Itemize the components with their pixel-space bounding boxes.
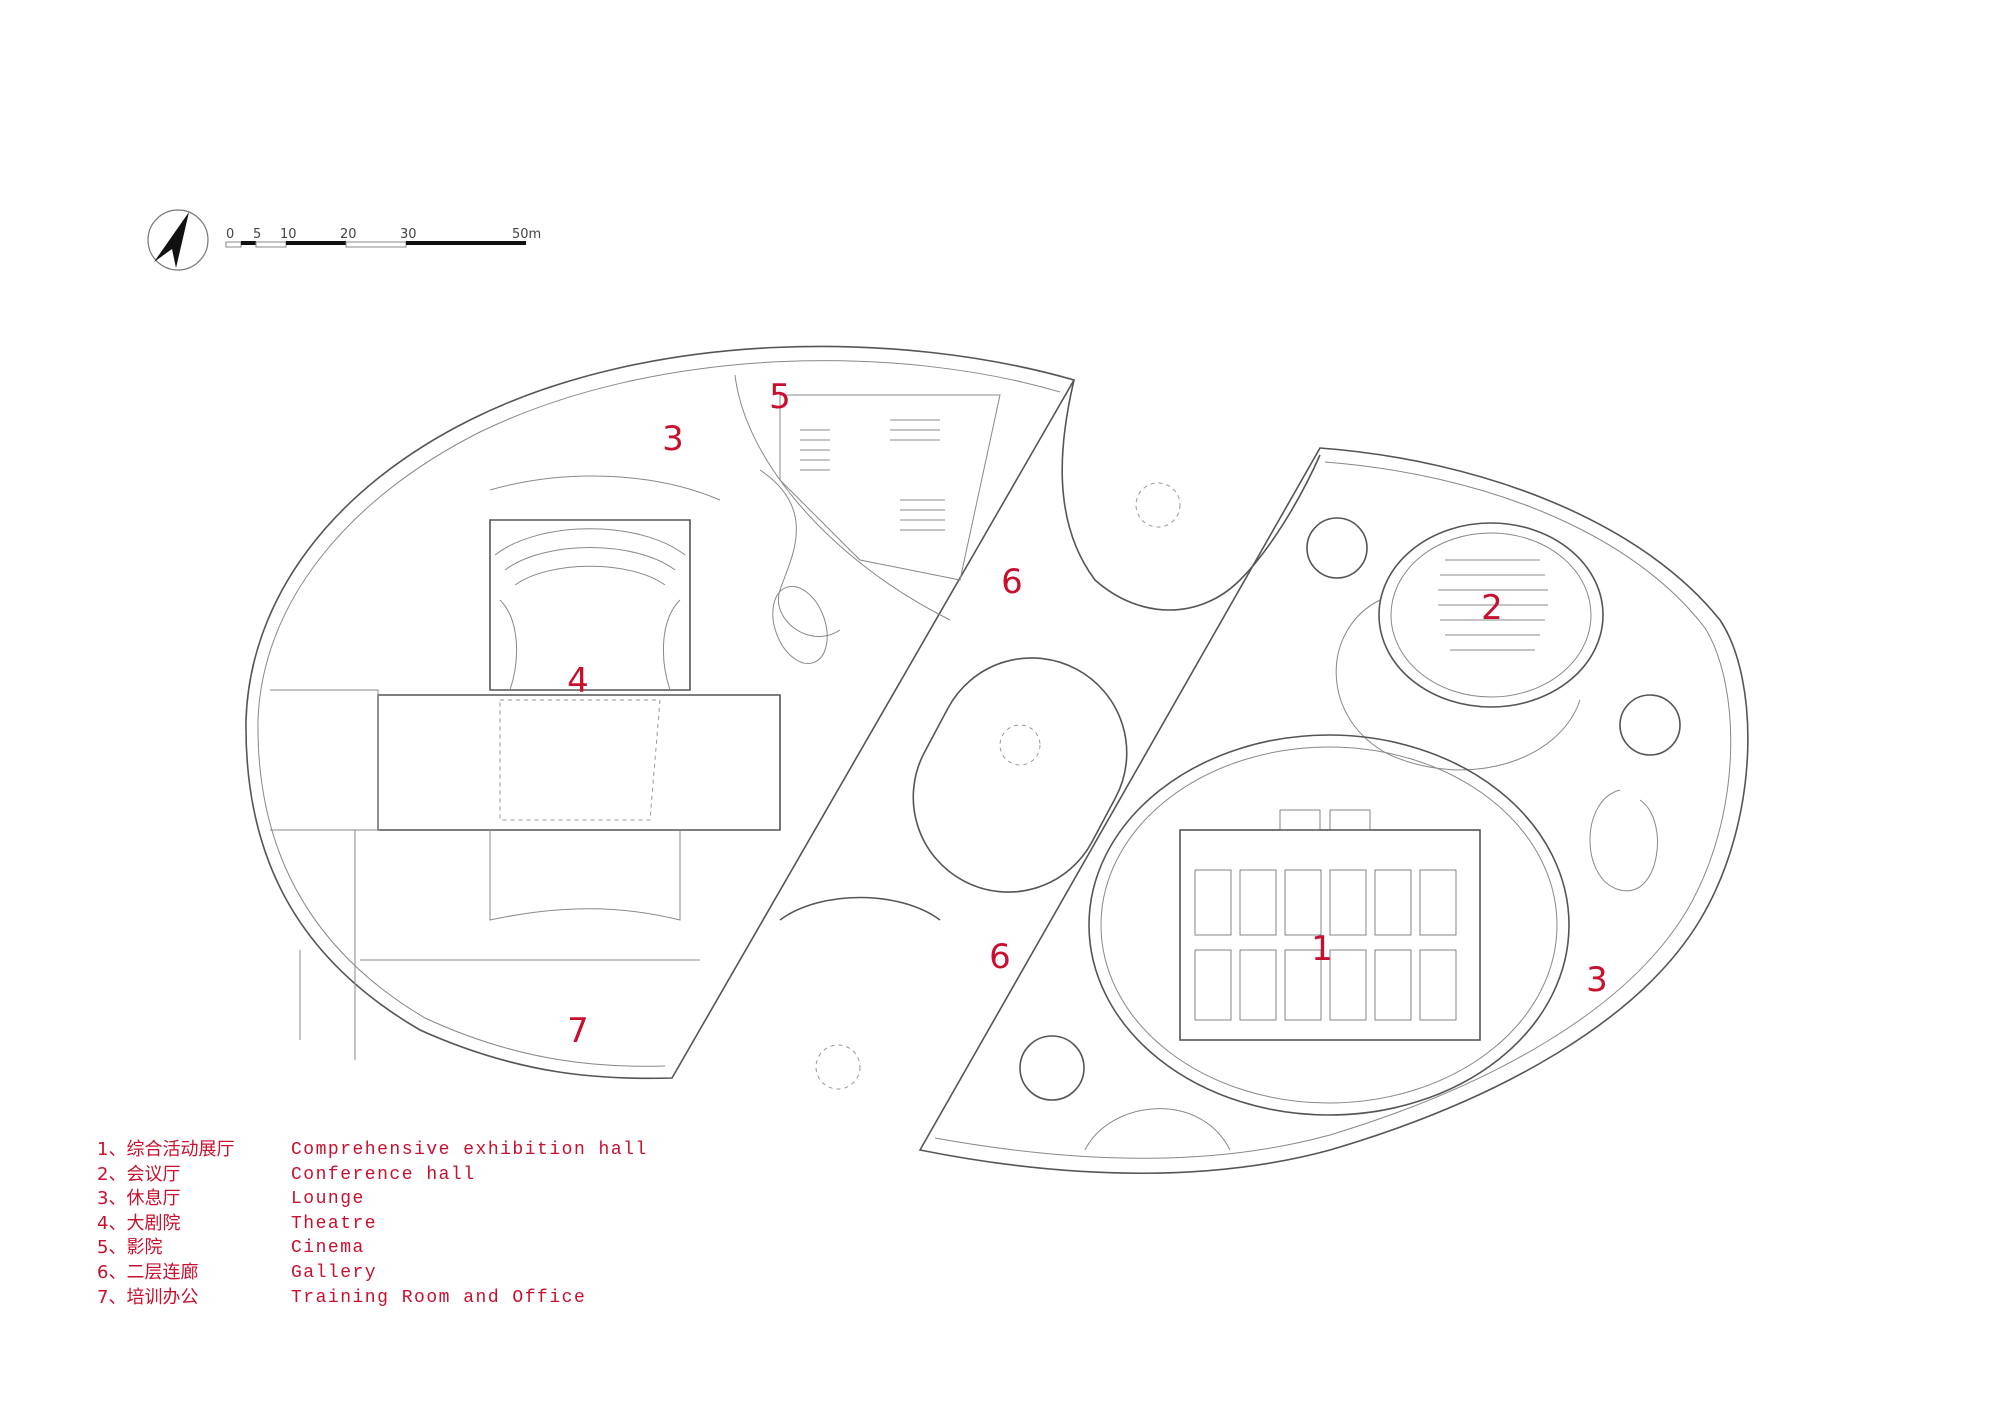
label-gallery-south: 6	[989, 937, 1011, 977]
scale-tick: 0	[226, 227, 234, 242]
scale-tick: 30	[400, 227, 417, 242]
scale-tick: 20	[340, 227, 357, 242]
scale-tick: 5	[253, 227, 261, 242]
label-cinema: 5	[769, 377, 791, 417]
legend-en: Conference hall	[291, 1164, 476, 1185]
legend-zh: 6、二层连廊	[97, 1261, 199, 1283]
legend-en: Cinema	[291, 1238, 365, 1259]
legend: 1、综合活动展厅 Comprehensive exhibition hall 2、…	[97, 1138, 648, 1310]
legend-zh: 5、影院	[97, 1237, 163, 1259]
north-arrow-icon	[147, 209, 209, 271]
legend-en: Gallery	[291, 1262, 378, 1283]
scale-bar: 0 5 10 20 30 50m	[225, 227, 541, 248]
legend-zh: 7、培训办公	[97, 1286, 199, 1308]
label-lounge-north: 3	[662, 419, 684, 459]
label-gallery-north: 6	[1001, 562, 1023, 602]
exhibition-booths	[1194, 809, 1457, 1021]
legend-row: 5、影院 Cinema	[97, 1236, 648, 1261]
label-lounge-east: 3	[1586, 960, 1608, 1000]
legend-zh: 2、会议厅	[97, 1163, 181, 1185]
legend-zh: 4、大剧院	[97, 1212, 181, 1234]
legend-en: Training Room and Office	[291, 1287, 587, 1308]
label-conference: 2	[1481, 588, 1503, 628]
scale-tick: 50m	[512, 227, 541, 242]
legend-zh: 3、休息厅	[97, 1188, 181, 1210]
legend-en: Lounge	[291, 1189, 365, 1210]
legend-zh: 1、综合活动展厅	[97, 1139, 235, 1160]
legend-row: 4、大剧院 Theatre	[97, 1212, 648, 1237]
legend-en: Theatre	[291, 1213, 378, 1234]
label-exhibition: 1	[1311, 929, 1333, 969]
label-theatre: 4	[567, 661, 589, 701]
legend-row: 6、二层连廊 Gallery	[97, 1261, 648, 1286]
legend-row: 7、培训办公 Training Room and Office	[97, 1286, 648, 1311]
label-training: 7	[567, 1011, 589, 1051]
legend-row: 3、休息厅 Lounge	[97, 1187, 648, 1212]
gallery-courtyard	[779, 379, 1321, 1090]
east-building	[918, 447, 1749, 1175]
scale-tick: 10	[280, 227, 297, 242]
legend-row: 2、会议厅 Conference hall	[97, 1163, 648, 1188]
legend-en: Comprehensive exhibition hall	[291, 1140, 648, 1160]
west-building	[245, 345, 1076, 1080]
legend-row: 1、综合活动展厅 Comprehensive exhibition hall	[97, 1138, 648, 1163]
